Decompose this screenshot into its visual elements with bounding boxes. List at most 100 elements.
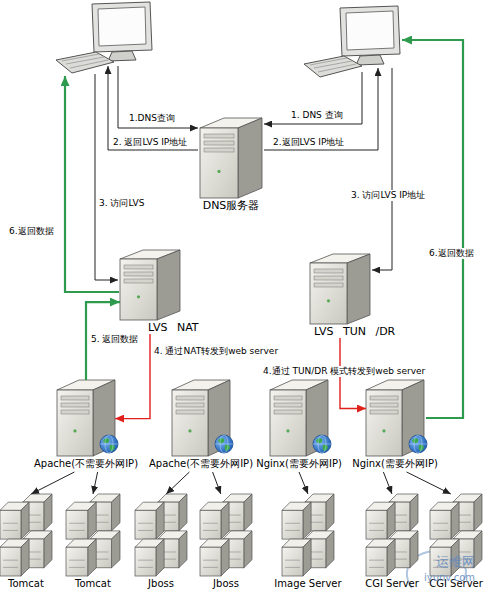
server-rack-icon <box>135 494 187 576</box>
drive-bay <box>314 283 343 287</box>
rack-side <box>410 531 418 568</box>
rack-front <box>135 510 156 539</box>
server-node: Nginx(需要外网IP) <box>366 380 424 472</box>
rack-side <box>244 531 252 568</box>
drive-bay <box>176 396 204 400</box>
drive-bay <box>314 276 343 280</box>
rack-side <box>474 531 482 568</box>
keyboard <box>56 52 114 73</box>
step-label: 3. 访问LVS <box>98 198 145 209</box>
rack-slot <box>3 530 18 531</box>
rack-side <box>387 502 395 539</box>
arrow-line <box>118 66 198 128</box>
server-node: Apache(不需要外网IP) <box>172 380 230 472</box>
label-row: Nginx(需要外网IP) <box>316 458 474 470</box>
rack-slot <box>69 523 85 524</box>
rack-front <box>200 547 221 576</box>
rack-side <box>44 494 52 531</box>
monitor <box>340 6 400 56</box>
connector <box>383 472 392 494</box>
watermark: iyunv.com <box>424 572 475 583</box>
node-label: Nginx(需要外网IP) <box>352 458 438 470</box>
drive-bay <box>274 396 302 400</box>
node-label: DNS服务器 <box>203 200 260 212</box>
connector-label: 4. 通过NAT转发到web server <box>153 346 279 357</box>
keyboard-keys <box>310 58 356 72</box>
server-icon <box>200 118 262 198</box>
request-arrows <box>95 66 392 280</box>
rack-slot <box>138 523 153 524</box>
server-icon <box>57 380 115 456</box>
server-front <box>366 390 402 456</box>
drive-bay <box>61 403 89 407</box>
globe-equator <box>313 444 331 445</box>
rack-slot <box>433 530 448 531</box>
drive-bay <box>61 410 89 414</box>
rack-side <box>112 531 120 568</box>
node-label: Tomcat <box>8 578 44 590</box>
rack-side <box>88 502 96 539</box>
rack-side <box>221 502 229 539</box>
server-rack-icon <box>66 494 120 576</box>
rack-slot <box>69 567 85 568</box>
rack-slot <box>3 567 18 568</box>
drive-bay <box>370 410 398 414</box>
rack-front <box>200 510 221 539</box>
drive-bay <box>370 403 398 407</box>
rack-slot <box>203 560 218 561</box>
rack-side <box>303 502 311 539</box>
drive-bay <box>204 141 234 145</box>
rack-slot <box>203 523 218 524</box>
node-label: Jboss <box>213 578 239 590</box>
rack-slot <box>285 523 300 524</box>
rack-side <box>156 502 164 539</box>
node-label: Jboss <box>148 578 174 590</box>
drive-bay <box>176 403 204 407</box>
rack-slot <box>69 560 85 561</box>
rack-slot <box>69 530 85 531</box>
screen <box>98 7 146 46</box>
server-rack-icon <box>282 494 334 576</box>
arrow-line <box>264 68 378 150</box>
rack-slot <box>369 530 384 531</box>
node-label: Nginx(需要外网IP) <box>256 458 342 470</box>
rack-slot <box>285 567 300 568</box>
server-node: Jboss <box>135 494 187 590</box>
connector <box>299 472 308 494</box>
connector <box>115 334 150 419</box>
connector <box>31 472 74 494</box>
rack-front <box>135 547 156 576</box>
server-front <box>57 390 93 456</box>
arrow-line <box>264 72 362 124</box>
node-label: CGI Server <box>365 578 419 590</box>
globe-equator <box>100 444 118 445</box>
drive-bay <box>124 265 153 269</box>
rack-side <box>387 539 395 576</box>
server-icon <box>310 254 370 324</box>
server-front <box>310 263 347 324</box>
rack-slot <box>203 567 218 568</box>
rack-side <box>326 494 334 531</box>
rack-slot <box>3 523 18 524</box>
server-rack-icon <box>0 494 52 576</box>
globe <box>100 435 118 453</box>
globe <box>215 435 233 453</box>
client-computer <box>304 6 400 77</box>
power-led <box>286 429 289 432</box>
step-label: 2. 返回LVS IP地址 <box>112 137 188 148</box>
rack-front <box>0 510 21 539</box>
rack-slot <box>138 530 153 531</box>
server-icon <box>120 250 180 320</box>
client-computer <box>56 2 152 73</box>
rack-slot <box>138 560 153 561</box>
rack-front <box>66 547 88 576</box>
globe-equator <box>409 444 427 445</box>
connector <box>166 472 189 494</box>
server-front <box>172 390 208 456</box>
globe-equator <box>215 444 233 445</box>
rack-front <box>282 510 303 539</box>
globe <box>313 435 331 453</box>
arrow-line <box>108 66 198 150</box>
rack-slot <box>369 560 384 561</box>
node-label: Apache(不需要外网IP) <box>149 458 253 470</box>
